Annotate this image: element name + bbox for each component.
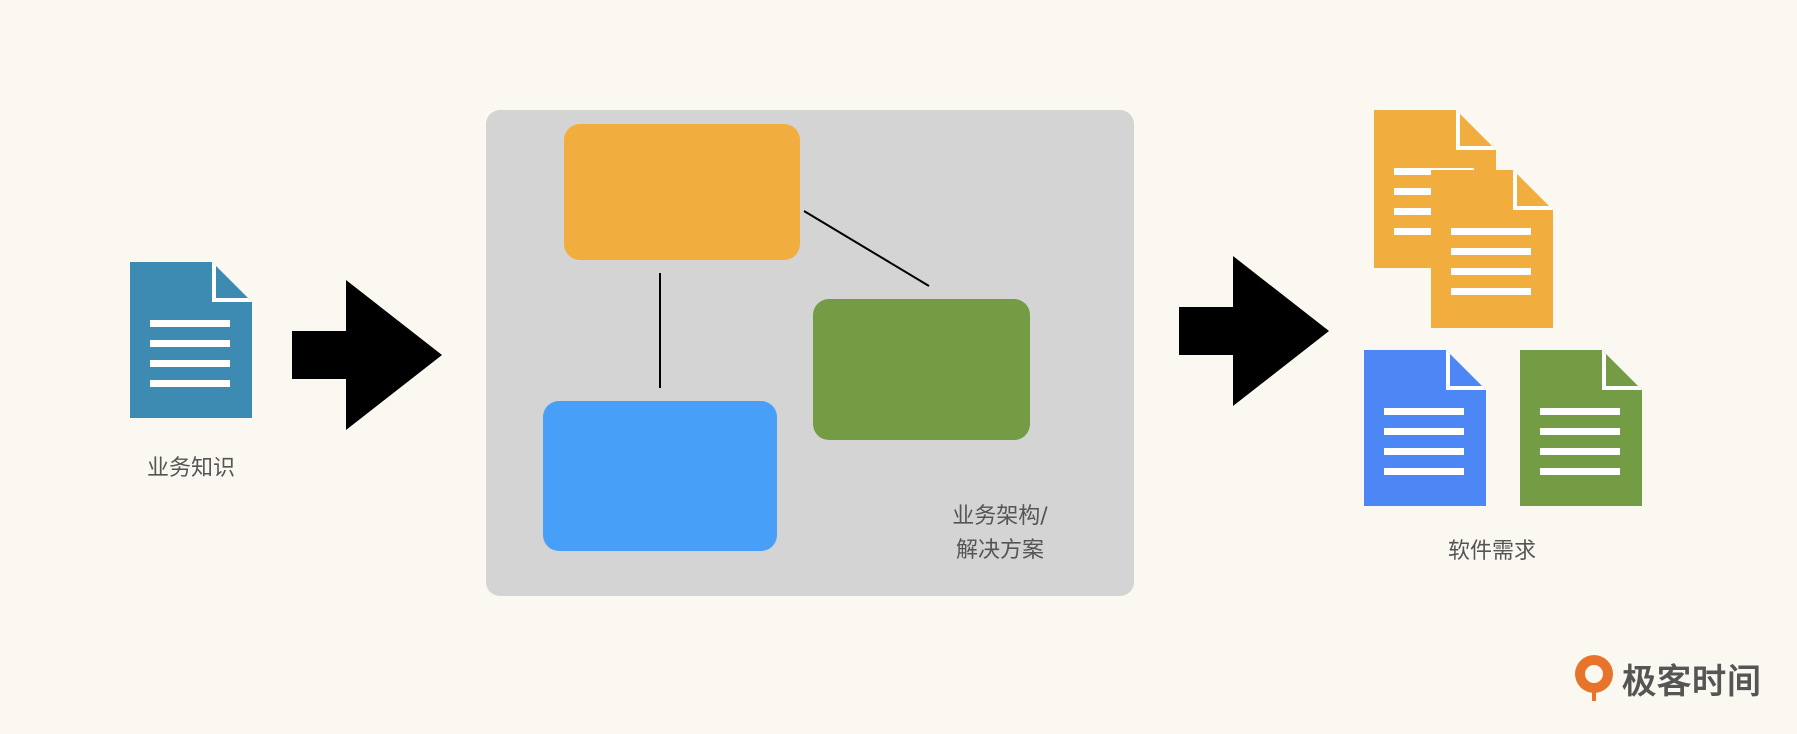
business-knowledge-document-icon	[130, 262, 252, 418]
architecture-node-green	[813, 299, 1030, 440]
business-architecture-label: 业务架构/ 解决方案	[940, 500, 1060, 568]
architecture-node-orange	[564, 124, 800, 260]
brand-watermark: 极客时间	[1572, 652, 1762, 704]
architecture-label-line2: 解决方案	[955, 538, 1044, 563]
connector-orange-green	[803, 210, 930, 287]
geektime-logo-icon	[1575, 655, 1613, 701]
right-arrow-icon	[292, 280, 442, 430]
architecture-label-line1: 业务架构/	[952, 504, 1048, 529]
requirements-document-orange-front-icon	[1431, 170, 1553, 328]
brand-name: 极客时间	[1622, 661, 1762, 702]
requirements-document-blue-icon	[1364, 350, 1486, 506]
right-arrow-icon	[1179, 256, 1329, 406]
business-knowledge-label: 业务知识	[146, 456, 235, 481]
architecture-node-blue	[543, 401, 777, 551]
requirements-document-green-icon	[1520, 350, 1642, 506]
software-requirements-label: 软件需求	[1447, 539, 1536, 564]
